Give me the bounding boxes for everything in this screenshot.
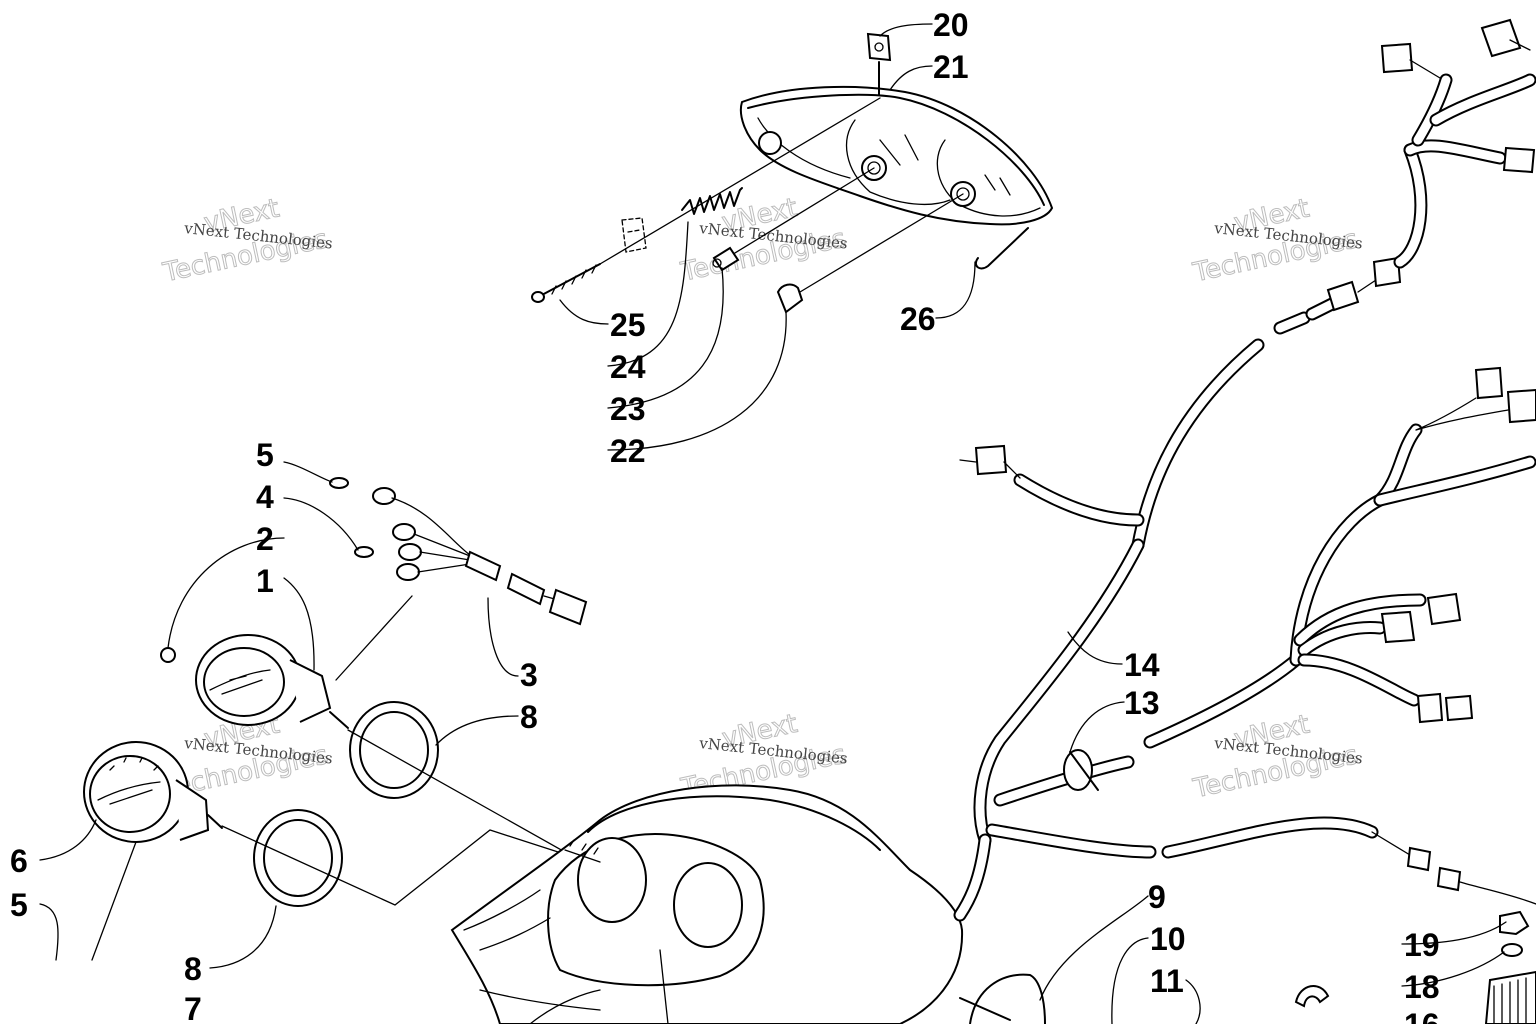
callout-24: 24 xyxy=(610,349,646,385)
gauge-lamp-harness xyxy=(329,477,588,626)
callout-11: 11 xyxy=(1150,963,1184,999)
tachometer-gauge xyxy=(83,741,223,843)
callout-25: 25 xyxy=(610,307,646,343)
callout-5-lower: 5 xyxy=(10,887,28,923)
dash-cowl xyxy=(450,784,964,1024)
callout-1: 1 xyxy=(256,563,274,599)
callout-13: 13 xyxy=(1124,685,1160,721)
callout-19: 19 xyxy=(1404,927,1440,963)
callout-21: 21 xyxy=(933,49,969,85)
callout-18: 18 xyxy=(1404,969,1440,1005)
callout-7: 7 xyxy=(184,991,202,1024)
callout-23: 23 xyxy=(610,391,646,427)
main-wiring-harness xyxy=(953,311,1536,922)
callout-14: 14 xyxy=(1124,647,1160,683)
callout-4: 4 xyxy=(256,479,274,515)
right-harness-upper xyxy=(1305,18,1536,321)
callout-10: 10 xyxy=(1150,921,1186,957)
callout-8-upper: 8 xyxy=(520,699,538,735)
callout-5-upper: 5 xyxy=(256,437,274,473)
callout-8-lower: 8 xyxy=(184,951,202,987)
headlight-assembly xyxy=(531,32,1054,314)
callout-labels: 20 21 25 24 23 22 26 5 4 2 1 3 8 6 5 8 7… xyxy=(10,7,1440,1024)
callout-6: 6 xyxy=(10,843,28,879)
callout-22: 22 xyxy=(610,433,646,469)
bezel-ring-upper xyxy=(349,701,439,799)
callout-26: 26 xyxy=(900,301,936,337)
callout-16: 16 xyxy=(1404,1007,1440,1024)
guide-line xyxy=(335,595,413,681)
callout-9: 9 xyxy=(1148,879,1166,915)
callout-3: 3 xyxy=(520,657,538,693)
guide-line xyxy=(91,841,137,961)
leader-lines xyxy=(39,23,1507,1024)
callout-20: 20 xyxy=(933,7,969,43)
relay-parts xyxy=(959,910,1536,1024)
speedometer-gauge xyxy=(160,634,349,729)
right-harness-lower xyxy=(1289,366,1536,724)
callout-2: 2 xyxy=(256,521,274,557)
bezel-ring-lower xyxy=(253,809,343,907)
